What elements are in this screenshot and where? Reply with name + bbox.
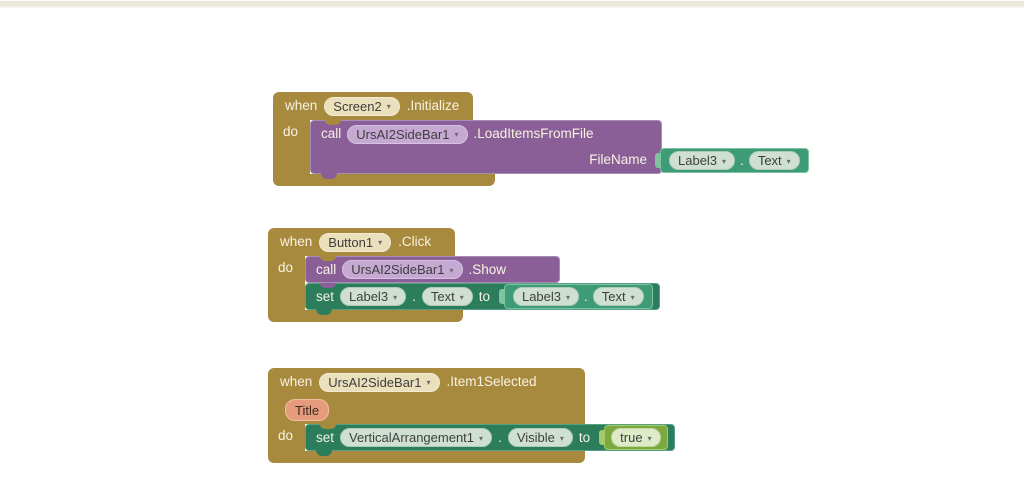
statement-notch (320, 283, 336, 288)
event-header: when Screen2 ▾ .Initialize (273, 92, 473, 120)
when-label: when (280, 234, 313, 250)
call-label: call (321, 126, 342, 142)
dropdown-value: Screen2 (333, 98, 382, 114)
do-label: do (283, 124, 299, 139)
dropdown-arrow-icon: ▾ (479, 433, 484, 443)
dropdown-arrow-icon: ▾ (566, 292, 571, 302)
event-name-label: .Initialize (406, 98, 460, 114)
call-label: call (316, 261, 337, 277)
event-footer (273, 174, 495, 186)
getter-block-label3-text[interactable]: Label3 ▾ . Text ▾ (655, 148, 809, 173)
method-call-block-show[interactable]: call UrsAI2SideBar1 ▾ .Show (305, 256, 560, 283)
method-name-label: .Show (468, 261, 507, 277)
to-label: to (578, 429, 591, 445)
set-label: set (316, 429, 335, 445)
value-plug (498, 289, 505, 304)
do-rail: do (268, 256, 305, 310)
dropdown-arrow-icon: ▾ (386, 102, 391, 111)
setter-block-label3-text[interactable]: set Label3 ▾ . Text ▾ to Label3 ▾ . Tex (305, 283, 660, 315)
do-rail: do (273, 120, 310, 174)
component-dropdown-verticalarrangement1[interactable]: VerticalArrangement1 ▾ (340, 428, 493, 447)
component-dropdown-label3[interactable]: Label3 ▾ (340, 287, 407, 306)
do-label: do (278, 260, 294, 275)
next-connector-bump (316, 450, 332, 456)
component-dropdown-button1[interactable]: Button1 ▾ (319, 232, 392, 252)
dropdown-arrow-icon: ▾ (459, 292, 464, 302)
param-name-label: FileName (589, 152, 647, 168)
logic-value-dropdown[interactable]: true ▾ (611, 428, 661, 447)
event-header: when UrsAI2SideBar1 ▾ .Item1Selected (268, 368, 585, 396)
component-dropdown-ursai2sidebar1[interactable]: UrsAI2SideBar1 ▾ (319, 372, 440, 392)
component-dropdown-ursai2sidebar1[interactable]: UrsAI2SideBar1 ▾ (347, 124, 468, 144)
dropdown-value: Button1 (328, 234, 374, 250)
component-dropdown-screen2[interactable]: Screen2 ▾ (324, 96, 400, 116)
dropdown-value: Label3 (521, 289, 562, 304)
dropdown-arrow-icon: ▾ (393, 292, 398, 302)
top-divider (0, 1, 1024, 8)
method-name-label: .LoadItemsFromFile (473, 126, 594, 142)
next-connector-bump (321, 173, 337, 179)
event-param-title[interactable]: Title (285, 399, 330, 421)
dropdown-value: Label3 (678, 153, 718, 168)
dropdown-arrow-icon: ▾ (786, 156, 791, 166)
dropdown-arrow-icon: ▾ (449, 265, 454, 275)
event-name-label: .Item1Selected (446, 374, 537, 390)
value-plug (599, 430, 606, 445)
dropdown-value: Text (757, 153, 782, 168)
property-dropdown-visible[interactable]: Visible ▾ (507, 428, 573, 447)
value-plug (655, 153, 661, 168)
dropdown-value: UrsAI2SideBar1 (356, 126, 450, 142)
statement-notch (320, 256, 336, 261)
dropdown-value: UrsAI2SideBar1 (328, 374, 422, 390)
property-dropdown-text[interactable]: Text ▾ (592, 287, 644, 306)
dropdown-value: UrsAI2SideBar1 (351, 262, 445, 277)
property-dropdown-text[interactable]: Text ▾ (421, 287, 473, 306)
event-header: when Button1 ▾ .Click (268, 228, 455, 256)
dropdown-arrow-icon: ▾ (454, 130, 459, 139)
statement-notch (325, 120, 341, 125)
event-name-label: .Click (398, 234, 432, 250)
event-footer (268, 310, 463, 322)
dropdown-arrow-icon: ▾ (647, 433, 652, 443)
dropdown-value: Visible (516, 430, 555, 445)
param-row: FileName (311, 147, 661, 173)
dropdown-value: VerticalArrangement1 (349, 430, 475, 445)
dropdown-arrow-icon: ▾ (630, 292, 635, 302)
dropdown-arrow-icon: ▾ (559, 433, 564, 443)
getter-block-label3-text[interactable]: Label3 ▾ . Text ▾ (498, 284, 653, 309)
dropdown-arrow-icon: ▾ (378, 238, 383, 247)
to-label: to (478, 288, 490, 304)
dropdown-value: Label3 (349, 289, 389, 304)
component-dropdown-ursai2sidebar1[interactable]: UrsAI2SideBar1 ▾ (342, 260, 463, 279)
property-dropdown-text[interactable]: Text ▾ (748, 151, 800, 170)
statement-notch (320, 424, 336, 429)
when-label: when (280, 374, 313, 390)
dropdown-value: Text (601, 289, 626, 304)
dot-label: . (584, 288, 588, 304)
dropdown-arrow-icon: ▾ (722, 156, 727, 166)
dropdown-value: Text (430, 289, 455, 304)
dropdown-value: true (620, 430, 643, 445)
do-rail: do (268, 424, 305, 451)
dot-label: . (412, 288, 416, 304)
set-label: set (316, 288, 335, 304)
dot-label: . (740, 152, 744, 168)
component-dropdown-label3[interactable]: Label3 ▾ (669, 151, 736, 170)
event-footer (268, 451, 585, 463)
do-label: do (278, 428, 294, 443)
dot-label: . (498, 429, 502, 445)
component-dropdown-label3[interactable]: Label3 ▾ (512, 287, 580, 306)
when-label: when (285, 98, 318, 114)
call-row: call UrsAI2SideBar1 ▾ .LoadItemsFromFile (311, 121, 661, 147)
next-connector-bump (316, 309, 332, 315)
method-call-block-loaditemsfromfile[interactable]: call UrsAI2SideBar1 ▾ .LoadItemsFromFile… (310, 120, 809, 179)
setter-block-verticalarrangement1-visible[interactable]: set VerticalArrangement1 ▾ . Visible ▾ t… (305, 424, 675, 456)
logic-true-block[interactable]: true ▾ (599, 425, 668, 450)
dropdown-arrow-icon: ▾ (426, 378, 431, 387)
